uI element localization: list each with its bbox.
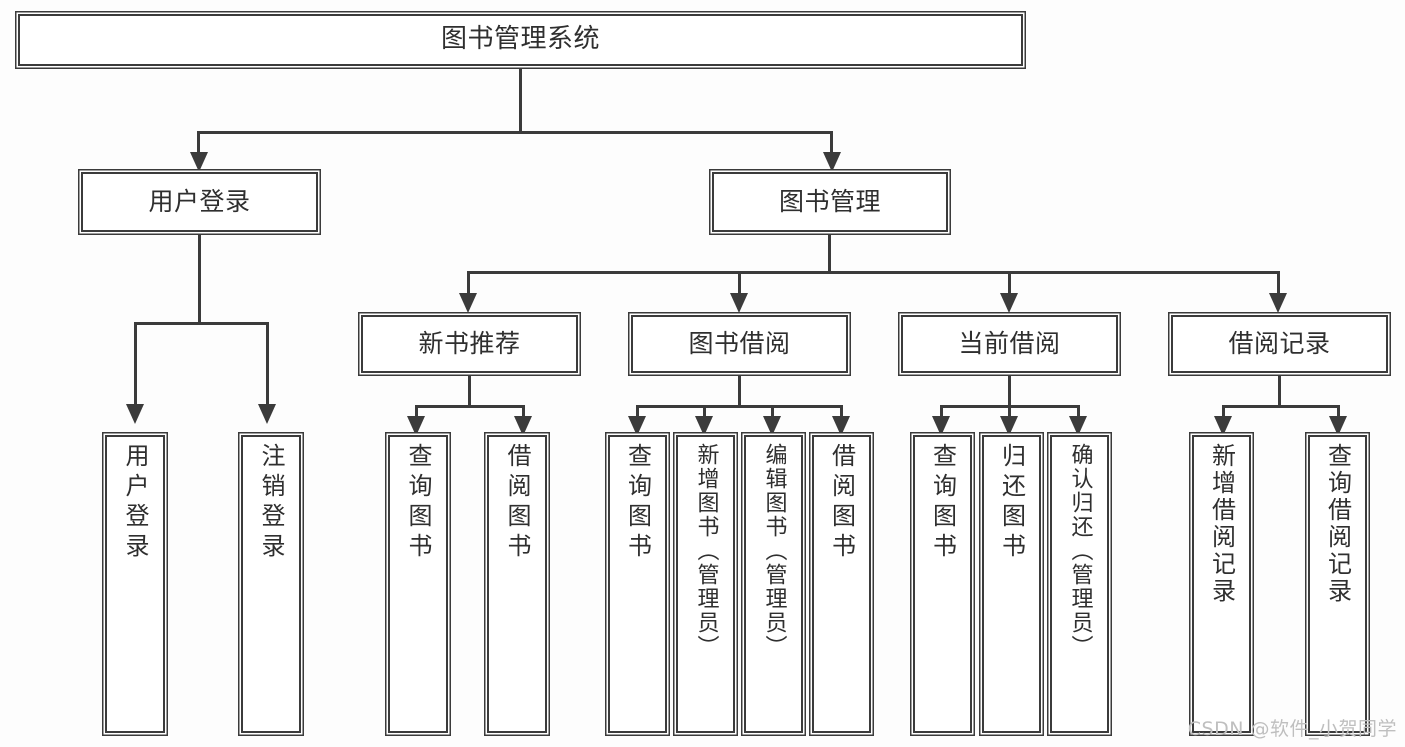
connector-book-mgmt-drop-3 bbox=[1008, 271, 1011, 295]
arrowhead-borrow-leaf-1 bbox=[628, 416, 646, 436]
node-label: 确认归还（管理员） bbox=[1067, 443, 1093, 659]
node-label: 新增图书（管理员） bbox=[693, 443, 719, 659]
leaf-current-confirm-return-admin[interactable]: 确认归还（管理员） bbox=[1050, 435, 1109, 733]
connector-root-bus bbox=[197, 131, 833, 134]
node-label: 图书借阅 bbox=[688, 328, 791, 358]
node-label: 归还图书 bbox=[997, 443, 1026, 563]
connector-recommend-bus bbox=[415, 405, 525, 408]
connector-borrow-drop-4 bbox=[840, 405, 843, 419]
node-label: 查询图书 bbox=[928, 443, 957, 563]
node-label: 编辑图书（管理员） bbox=[761, 443, 787, 659]
connector-user-login-bus bbox=[134, 322, 269, 325]
node-label: 用户登录 bbox=[121, 443, 149, 563]
connector-user-login-drop-1 bbox=[134, 322, 137, 406]
connector-borrow-drop-3 bbox=[771, 405, 774, 419]
arrowhead-record-leaf-1 bbox=[1214, 416, 1232, 436]
node-label: 查询图书 bbox=[623, 443, 652, 563]
connector-record-drop-2 bbox=[1337, 405, 1340, 419]
node-label: 图书管理系统 bbox=[440, 24, 600, 55]
node-label: 借阅记录 bbox=[1228, 328, 1331, 358]
arrowhead-borrow-leaf-4 bbox=[832, 416, 850, 436]
connector-borrow-bus bbox=[636, 405, 843, 408]
leaf-user-login[interactable]: 用户登录 bbox=[105, 435, 165, 733]
leaf-borrow-edit-book-admin[interactable]: 编辑图书（管理员） bbox=[744, 435, 803, 733]
connector-book-mgmt-bus bbox=[467, 271, 1280, 274]
leaf-logout[interactable]: 注销登录 bbox=[241, 435, 301, 733]
connector-borrow-drop-2 bbox=[703, 405, 706, 419]
arrowhead-to-new-book-recommend bbox=[459, 293, 477, 313]
connector-book-mgmt-drop-1 bbox=[467, 271, 470, 295]
arrowhead-to-leaf-user-login bbox=[126, 404, 144, 424]
connector-record-stem bbox=[1278, 373, 1281, 406]
node-book-management[interactable]: 图书管理 bbox=[712, 172, 948, 232]
connector-record-drop-1 bbox=[1222, 405, 1225, 419]
node-label: 借阅图书 bbox=[503, 443, 531, 563]
node-label: 图书管理 bbox=[778, 186, 881, 216]
arrowhead-current-leaf-1 bbox=[932, 416, 950, 436]
leaf-borrow-borrow-book[interactable]: 借阅图书 bbox=[812, 435, 871, 733]
arrowhead-to-leaf-logout bbox=[258, 404, 276, 424]
leaf-borrow-add-book-admin[interactable]: 新增图书（管理员） bbox=[676, 435, 735, 733]
node-label: 新书推荐 bbox=[418, 328, 521, 358]
leaf-borrow-query-book[interactable]: 查询图书 bbox=[608, 435, 667, 733]
connector-borrow-stem bbox=[738, 373, 741, 406]
node-label: 借阅图书 bbox=[827, 443, 856, 563]
node-borrow-record[interactable]: 借阅记录 bbox=[1171, 315, 1388, 373]
connector-user-login-stem bbox=[198, 232, 201, 323]
arrowhead-to-current-borrow bbox=[1000, 293, 1018, 313]
connector-recommend-stem bbox=[468, 373, 471, 406]
leaf-recommend-query-book[interactable]: 查询图书 bbox=[388, 435, 448, 733]
leaf-record-query-record[interactable]: 查询借阅记录 bbox=[1308, 435, 1367, 733]
connector-root-stem bbox=[519, 66, 522, 132]
arrowhead-borrow-leaf-3 bbox=[763, 416, 781, 436]
connector-book-mgmt-stem bbox=[828, 232, 831, 272]
node-user-login[interactable]: 用户登录 bbox=[81, 172, 318, 232]
leaf-current-query-book[interactable]: 查询图书 bbox=[913, 435, 972, 733]
connector-current-drop-1 bbox=[940, 405, 943, 419]
connector-book-mgmt-drop-4 bbox=[1277, 271, 1280, 295]
arrowhead-recommend-leaf-2 bbox=[514, 416, 532, 436]
connector-record-bus bbox=[1222, 405, 1340, 408]
leaf-record-add-record[interactable]: 新增借阅记录 bbox=[1192, 435, 1251, 733]
connector-current-drop-3 bbox=[1077, 405, 1080, 419]
connector-root-drop-left bbox=[197, 131, 200, 155]
node-new-book-recommend[interactable]: 新书推荐 bbox=[361, 315, 578, 373]
watermark-text: CSDN @软件_小贺同学 bbox=[1187, 718, 1397, 740]
arrowhead-current-leaf-2 bbox=[1000, 416, 1018, 436]
connector-book-mgmt-drop-2 bbox=[738, 271, 741, 295]
node-current-borrow[interactable]: 当前借阅 bbox=[901, 315, 1118, 373]
node-root-system[interactable]: 图书管理系统 bbox=[18, 14, 1023, 66]
connector-borrow-drop-1 bbox=[636, 405, 639, 419]
node-book-borrow[interactable]: 图书借阅 bbox=[631, 315, 848, 373]
connector-user-login-drop-2 bbox=[266, 322, 269, 406]
arrowhead-borrow-leaf-2 bbox=[695, 416, 713, 436]
node-label: 当前借阅 bbox=[958, 328, 1061, 358]
connector-root-drop-right bbox=[830, 131, 833, 155]
arrowhead-to-borrow-record bbox=[1269, 293, 1287, 313]
node-label: 注销登录 bbox=[257, 443, 285, 563]
leaf-recommend-borrow-book[interactable]: 借阅图书 bbox=[487, 435, 547, 733]
arrowhead-to-book-management bbox=[823, 152, 841, 172]
node-label: 用户登录 bbox=[148, 186, 251, 216]
node-label: 查询借阅记录 bbox=[1323, 443, 1352, 605]
connector-current-drop-2 bbox=[1008, 405, 1011, 419]
leaf-current-return-book[interactable]: 归还图书 bbox=[982, 435, 1041, 733]
arrowhead-recommend-leaf-1 bbox=[407, 416, 425, 436]
node-label: 查询图书 bbox=[404, 443, 432, 563]
connector-current-stem bbox=[1008, 373, 1011, 406]
arrowhead-to-user-login bbox=[190, 152, 208, 172]
arrowhead-record-leaf-2 bbox=[1329, 416, 1347, 436]
arrowhead-to-book-borrow bbox=[730, 293, 748, 313]
connector-recommend-drop-1 bbox=[415, 405, 418, 419]
arrowhead-current-leaf-3 bbox=[1069, 416, 1087, 436]
node-label: 新增借阅记录 bbox=[1207, 443, 1236, 605]
connector-recommend-drop-2 bbox=[522, 405, 525, 419]
